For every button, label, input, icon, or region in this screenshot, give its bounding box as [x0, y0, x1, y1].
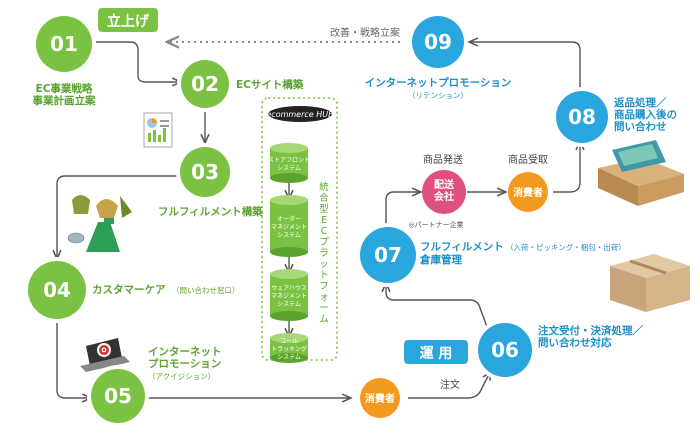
- consumer-top-node: [508, 172, 548, 212]
- system-label-3: ウェアハウスマネジメントシステム: [271, 284, 307, 308]
- step-08: 08 返品処理／商品購入後の問い合わせ: [552, 87, 677, 147]
- system-label-1: ストアフロントシステム: [268, 157, 310, 172]
- consumer-bottom-node: [360, 378, 400, 418]
- step-01-label: EC事業戦略事業計画立案: [33, 82, 96, 107]
- step-08-number: 08: [568, 105, 596, 129]
- system-cylinder-2: オーダーマネジメントシステム: [270, 195, 308, 257]
- system-cylinder-4: コールトラッキングシステム: [270, 333, 308, 363]
- step-09-label: インターネットプロモーション: [365, 76, 512, 89]
- step-03-number: 03: [191, 160, 219, 184]
- feedback-label: 改善・戦略立案: [330, 26, 400, 39]
- ecommerce-hub-logo: ecommerce HUB: [266, 106, 334, 122]
- edge-consumer-08: [553, 142, 580, 193]
- step-06-number: 06: [491, 338, 519, 362]
- system-cylinder-1: ストアフロントシステム: [268, 143, 310, 183]
- step-04: 04 カスタマーケア （問い合わせ窓口）: [24, 257, 240, 323]
- edge-08-09: [470, 42, 581, 90]
- edge-label-order: 注文: [440, 378, 460, 391]
- step-07-label: フルフィルメント: [420, 241, 504, 253]
- platform-systems: ストアフロントシステムオーダーマネジメントシステムウェアハウスマネジメントシステ…: [268, 143, 310, 363]
- consumer-top-label: 消費者: [513, 186, 543, 199]
- step-09-number: 09: [424, 30, 452, 54]
- platform-box: [261, 97, 338, 361]
- step-05-sublabel: （アクイジション）: [148, 372, 215, 381]
- step-06: 06 注文受付・決済処理／問い合わせ対応: [474, 319, 643, 381]
- edge-03-04: [57, 175, 178, 258]
- step-05-label: インターネットプロモーション: [148, 346, 222, 370]
- step-08-circle: [556, 91, 608, 143]
- delivery-company-label: 配送会社: [434, 178, 455, 203]
- operation-badge: [404, 340, 468, 364]
- edge-07-delivery: [385, 192, 420, 228]
- step-02-number: 02: [191, 72, 219, 96]
- step-07-number: 07: [374, 243, 402, 267]
- system-label-2: オーダーマネジメントシステム: [271, 215, 307, 239]
- step-07-sublabel: （入荷・ピッキング・梱包・出荷）: [506, 242, 626, 252]
- edge-label-ship: 商品発送: [423, 153, 463, 166]
- system-cylinder-3: ウェアハウスマネジメントシステム: [270, 269, 308, 321]
- step-03-label: フルフィルメント構築: [158, 205, 263, 218]
- shipping-box-illustration: [610, 254, 690, 312]
- step-04-label: カスタマーケア: [92, 284, 166, 296]
- step-02: 02 ECサイト構築: [177, 56, 304, 112]
- step-04-circle: [28, 261, 86, 319]
- step-05-number: 05: [104, 384, 132, 408]
- step-02-label: ECサイト構築: [236, 78, 304, 91]
- system-label-4: コールトラッキングシステム: [271, 338, 307, 361]
- returned-goods-illustration: [598, 140, 684, 206]
- partner-note: ◎パートナー企業: [408, 220, 463, 229]
- step-03: 03 フルフィルメント構築: [158, 143, 263, 218]
- document-illustration: [143, 112, 173, 148]
- edge-consumer-06: [408, 372, 490, 399]
- consumer-bottom-label: 消費者: [365, 392, 395, 405]
- step-09: 09 インターネットプロモーション （リテンション）: [365, 12, 512, 100]
- step-04-number: 04: [43, 278, 71, 302]
- logo-text: ecommerce HUB: [266, 110, 333, 119]
- step-08-label: 返品処理／商品購入後の問い合わせ: [614, 96, 677, 133]
- step-06-label: 注文受付・決済処理／問い合わせ対応: [538, 324, 643, 349]
- step-01-circle: [36, 16, 92, 72]
- step-06-circle: [478, 323, 532, 377]
- step-05-circle: [91, 369, 145, 423]
- step-07-circle: [360, 227, 416, 283]
- step-03-circle: [180, 147, 230, 197]
- step-01-number: 01: [50, 32, 78, 56]
- step-09-sublabel: （リテンション）: [408, 91, 468, 100]
- edge-06-07: [386, 284, 491, 336]
- step-07: 07 フルフィルメント（入荷・ピッキング・梱包・出荷） 倉庫管理: [356, 223, 626, 287]
- step-04-sublabel: （問い合わせ窓口）: [172, 285, 240, 295]
- launch-badge-label: 立上げ: [107, 13, 150, 30]
- edge-01-02: [95, 41, 180, 82]
- step-09-circle: [412, 16, 464, 68]
- launch-badge: [98, 8, 158, 32]
- operation-badge-label: 運 用: [420, 346, 453, 362]
- delivery-company-node: [422, 170, 466, 214]
- fashion-goods-illustration: [67, 195, 132, 252]
- laptop-target-illustration: [80, 338, 130, 372]
- edge-04-05: [56, 322, 90, 398]
- step-05: 05 インターネットプロモーション （アクイジション）: [87, 346, 222, 427]
- step-07-label2: 倉庫管理: [419, 253, 462, 266]
- step-02-circle: [181, 60, 229, 108]
- edge-label-receive: 商品受取: [508, 153, 548, 166]
